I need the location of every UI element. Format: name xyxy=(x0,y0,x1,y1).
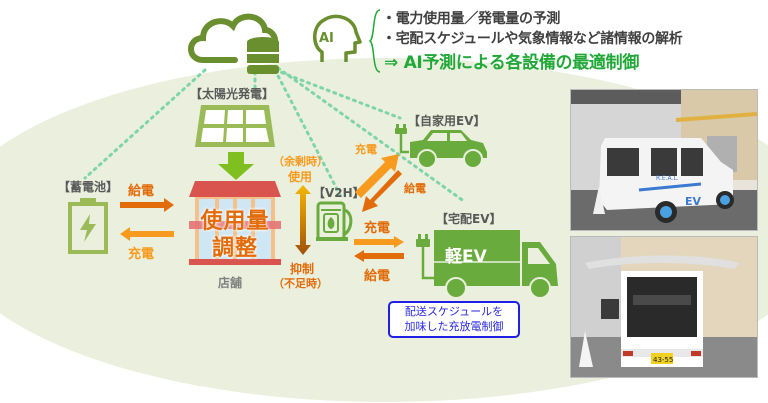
solar-label: 【太陽光発電】 xyxy=(190,87,275,101)
v2h-label: 【V2H】 xyxy=(313,186,365,200)
store-icon xyxy=(189,181,281,265)
note-line-2: 加味した充放電制御 xyxy=(404,320,504,333)
ai-bullet-1: ・電力使用量／発電量の予測 xyxy=(382,11,561,27)
store-adjust-text: 調整 xyxy=(211,236,258,261)
delivery-ev-truck-icon xyxy=(416,230,558,299)
delivery-supply-label: 給電 xyxy=(364,269,391,284)
private-ev-car-icon xyxy=(395,124,487,169)
delivery-supply-arrow xyxy=(354,250,404,262)
private-supply-arrow xyxy=(362,170,402,212)
van-rear-photo-illustration: 43-55 xyxy=(571,237,757,377)
van-ev-text: EV xyxy=(685,195,702,208)
delivery-charge-arrow xyxy=(354,236,404,248)
bidirectional-vertical-arrow xyxy=(295,185,311,255)
battery-icon xyxy=(68,198,108,254)
private-ev-label: 【自家用EV】 xyxy=(408,114,486,128)
battery-charge-label: 充電 xyxy=(128,247,155,262)
private-supply-label: 給電 xyxy=(404,182,426,195)
charge-arrow-left xyxy=(120,227,174,241)
surplus-label-2: 使用 xyxy=(288,170,313,184)
kei-ev-text: 軽EV xyxy=(445,247,487,267)
van-side-photo-illustration: EV R.E.A.L. xyxy=(571,90,757,230)
battery-supply-label: 給電 xyxy=(128,184,155,199)
van-brand-text: R.E.A.L. xyxy=(656,175,679,182)
delivery-ev-label: 【宅配EV】 xyxy=(436,212,502,226)
brace-icon xyxy=(368,9,381,73)
ai-head-icon: AI xyxy=(313,14,362,62)
ai-bullet-2: ・宅配スケジュールや気象情報など諸情報の解析 xyxy=(382,31,683,47)
photo-ev-van-side: EV R.E.A.L. xyxy=(570,89,758,231)
ai-icon-label: AI xyxy=(319,31,334,46)
v2h-charger-icon xyxy=(316,201,353,241)
battery-label: 【蓄電池】 xyxy=(58,180,119,194)
note-line-1: 配送スケジュールを xyxy=(404,305,504,318)
surplus-label-1: （余剰時） xyxy=(273,155,328,168)
supply-arrow-right xyxy=(120,198,174,212)
cloud-database-icon xyxy=(188,13,279,74)
private-charge-label: 充電 xyxy=(355,143,377,156)
solar-down-arrow xyxy=(218,152,254,180)
shortage-label-1: 抑制 xyxy=(290,262,315,276)
shortage-label-2: （不足時） xyxy=(273,277,328,290)
private-charge-arrow xyxy=(355,154,399,198)
schedule-control-note: 配送スケジュールを 加味した充放電制御 xyxy=(388,301,520,338)
ai-result-text: ⇒ AI予測による各設備の最適制御 xyxy=(384,53,640,73)
photo-ev-van-rear: 43-55 xyxy=(570,236,758,378)
store-usage-text: 使用量 xyxy=(200,209,270,234)
store-caption: 店舗 xyxy=(218,276,243,290)
solar-panel-icon xyxy=(195,105,275,147)
delivery-charge-label: 充電 xyxy=(364,221,391,236)
plate-text: 43-55 xyxy=(653,356,673,364)
cloud-connector-lines xyxy=(83,66,467,204)
